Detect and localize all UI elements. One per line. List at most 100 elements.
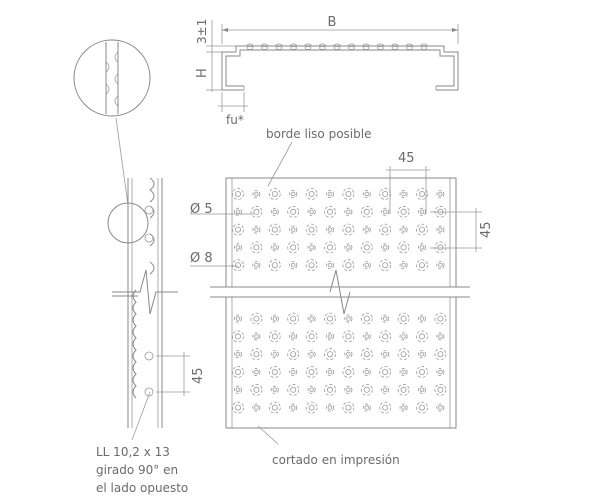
- perforation-hole: [308, 226, 315, 233]
- perforation-hole: [272, 245, 277, 250]
- perforation-hole: [345, 190, 352, 197]
- perforation-hole: [345, 368, 352, 375]
- perforation-hole: [382, 404, 389, 411]
- profile-bump: [405, 43, 414, 47]
- perforation-ring: [232, 188, 244, 200]
- cut-label: cortado en impresión: [272, 453, 400, 467]
- perforation-hole: [382, 262, 389, 269]
- perforation-hole: [363, 208, 370, 215]
- perforation-ring: [270, 207, 279, 216]
- perforation-ring: [287, 348, 300, 361]
- perforation-ring: [324, 348, 336, 361]
- perforation-ring: [399, 332, 408, 341]
- slot-hole: [144, 351, 154, 361]
- perforation-ring: [362, 367, 371, 376]
- perforation-ring: [289, 189, 298, 198]
- perforation-ring: [397, 383, 410, 396]
- perforation-hole: [345, 333, 352, 340]
- perforation-hole: [419, 387, 425, 392]
- perforation-ring: [399, 367, 408, 376]
- perforation-hole: [309, 387, 314, 392]
- perforation-ring: [289, 225, 298, 234]
- perforation-ring: [270, 385, 279, 394]
- perforation-hole: [308, 262, 315, 269]
- perforation-ring: [436, 367, 445, 376]
- perforation-hole: [326, 351, 333, 358]
- profile-bump: [376, 43, 385, 47]
- perforation-ring: [250, 348, 263, 361]
- perforation-ring: [232, 259, 244, 272]
- perforation-hole: [364, 263, 369, 268]
- perforation-hole: [235, 316, 241, 321]
- vertical-pitch-label: 45: [479, 221, 494, 238]
- perforation-hole: [308, 190, 315, 197]
- perforation-hole: [327, 334, 333, 339]
- perforation-ring: [379, 366, 392, 378]
- profile-bump: [274, 43, 284, 47]
- perforation-ring: [232, 223, 244, 236]
- perforation-hole: [234, 190, 241, 197]
- perforation-hole: [418, 404, 425, 411]
- perforation-hole: [272, 352, 277, 357]
- perforation-hole: [418, 333, 425, 340]
- perforation-hole: [290, 386, 297, 393]
- profile-hole: [304, 46, 312, 50]
- side-pitch-label: 45: [191, 367, 206, 384]
- slot-holes: [144, 205, 154, 397]
- profile-hole: [333, 46, 341, 50]
- perforation-hole: [400, 351, 407, 358]
- slot-label-line2: girado 90° en: [96, 463, 178, 477]
- perforation-ring: [417, 385, 426, 394]
- perforation-hole: [308, 404, 315, 411]
- perforation-ring: [325, 332, 334, 341]
- perforation-ring: [233, 243, 242, 252]
- perforation-hole: [419, 316, 425, 321]
- perforation-ring: [379, 259, 392, 272]
- perforation-ring: [381, 350, 390, 359]
- perforation-ring: [252, 332, 261, 341]
- perforation-ring: [305, 330, 318, 343]
- profile-hole: [391, 46, 399, 50]
- perforation-ring: [252, 367, 261, 376]
- perforation-hole: [271, 368, 278, 375]
- perforation-ring: [325, 261, 334, 270]
- perforation-ring: [325, 225, 334, 234]
- perforation-hole: [364, 334, 369, 339]
- perforation-hole: [346, 209, 351, 214]
- perforation-ring: [250, 383, 263, 396]
- profile-bump: [332, 43, 342, 47]
- perforation-ring: [324, 205, 336, 218]
- perforation-hole: [437, 244, 444, 251]
- perforation-hole: [346, 245, 351, 250]
- tolerance-label: 3±1: [195, 19, 209, 44]
- perforation-ring: [252, 403, 261, 412]
- perforation-ring: [362, 189, 371, 198]
- perforation-ring: [342, 366, 355, 378]
- perforation-hole: [254, 369, 259, 375]
- perforation-ring: [434, 312, 447, 325]
- profile-bump: [318, 43, 327, 47]
- perforation-hole: [401, 227, 406, 232]
- perforation-ring: [436, 261, 445, 270]
- perforation-ring: [289, 403, 298, 412]
- perforation-ring: [342, 188, 355, 200]
- perforation-ring: [344, 350, 353, 359]
- perforation-hole: [383, 387, 388, 392]
- perforation-ring: [344, 314, 353, 323]
- perforation-hole: [271, 190, 278, 197]
- perforation-ring: [233, 350, 242, 359]
- perforation-ring: [434, 348, 447, 361]
- profile-bump: [245, 43, 255, 47]
- perforation-ring: [416, 259, 428, 272]
- perforation-ring: [305, 366, 318, 378]
- slot-hole: [144, 387, 154, 397]
- perforation-ring: [305, 188, 318, 200]
- perforation-ring: [289, 261, 298, 270]
- perforation-ring: [250, 205, 263, 218]
- perforation-ring: [232, 401, 244, 414]
- profile-hole: [290, 46, 297, 50]
- profile-hole: [362, 46, 370, 50]
- perforation-hole: [438, 369, 443, 375]
- perforation-ring: [324, 383, 336, 396]
